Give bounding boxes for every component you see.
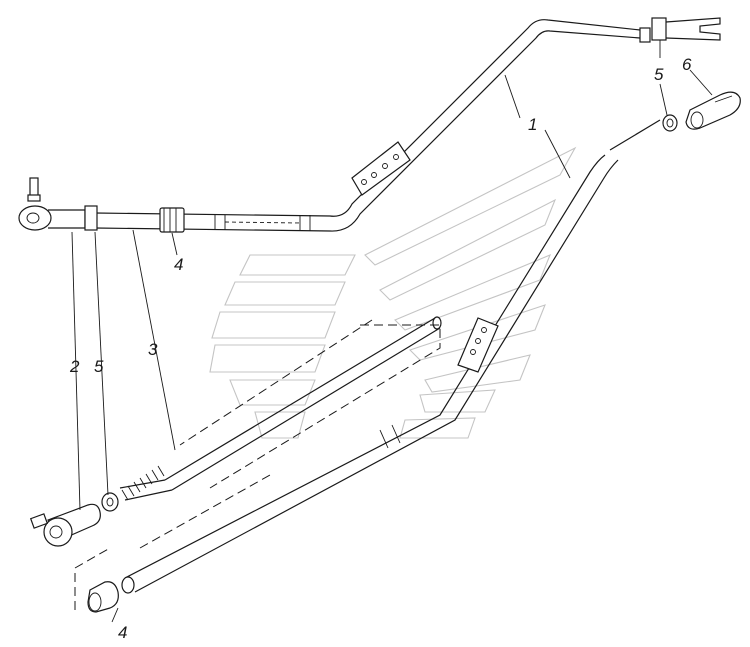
watermark-logo: [209, 146, 577, 439]
rod-upper-assembled: [94, 19, 641, 232]
callout-part-5-left: 5: [94, 357, 104, 376]
bushing-lower: [87, 581, 119, 613]
plate-hole: [382, 163, 388, 169]
plate-hole: [361, 179, 367, 185]
plate-upper: [351, 141, 411, 196]
callout-part-5-right: 5: [654, 65, 664, 84]
callout-part-3: 3: [148, 340, 158, 359]
plate-hole: [481, 327, 487, 333]
threaded-rod: [119, 316, 442, 501]
rod-lower-exploded: [121, 119, 661, 594]
plate-lower: [457, 317, 499, 373]
fork-clevis-upper: [639, 17, 721, 43]
clevis-exploded: [685, 91, 741, 130]
callout-part-2: 2: [69, 357, 80, 376]
nut-left: [101, 492, 119, 512]
ball-joint-exploded: [29, 503, 101, 547]
assembly-guides: [74, 319, 441, 610]
plate-hole: [393, 154, 399, 160]
plate-hole: [470, 349, 476, 355]
bushing-upper: [159, 207, 185, 233]
ball-joint-upper: [18, 177, 98, 231]
callout-part-4-lower: 4: [118, 623, 127, 642]
leader-lines: [71, 40, 713, 623]
nut-right: [662, 114, 678, 132]
plate-hole: [371, 172, 377, 178]
callout-part-4-upper: 4: [174, 255, 183, 274]
callout-part-1: 1: [528, 115, 537, 134]
plate-hole: [475, 338, 481, 344]
callout-part-6: 6: [682, 55, 692, 74]
